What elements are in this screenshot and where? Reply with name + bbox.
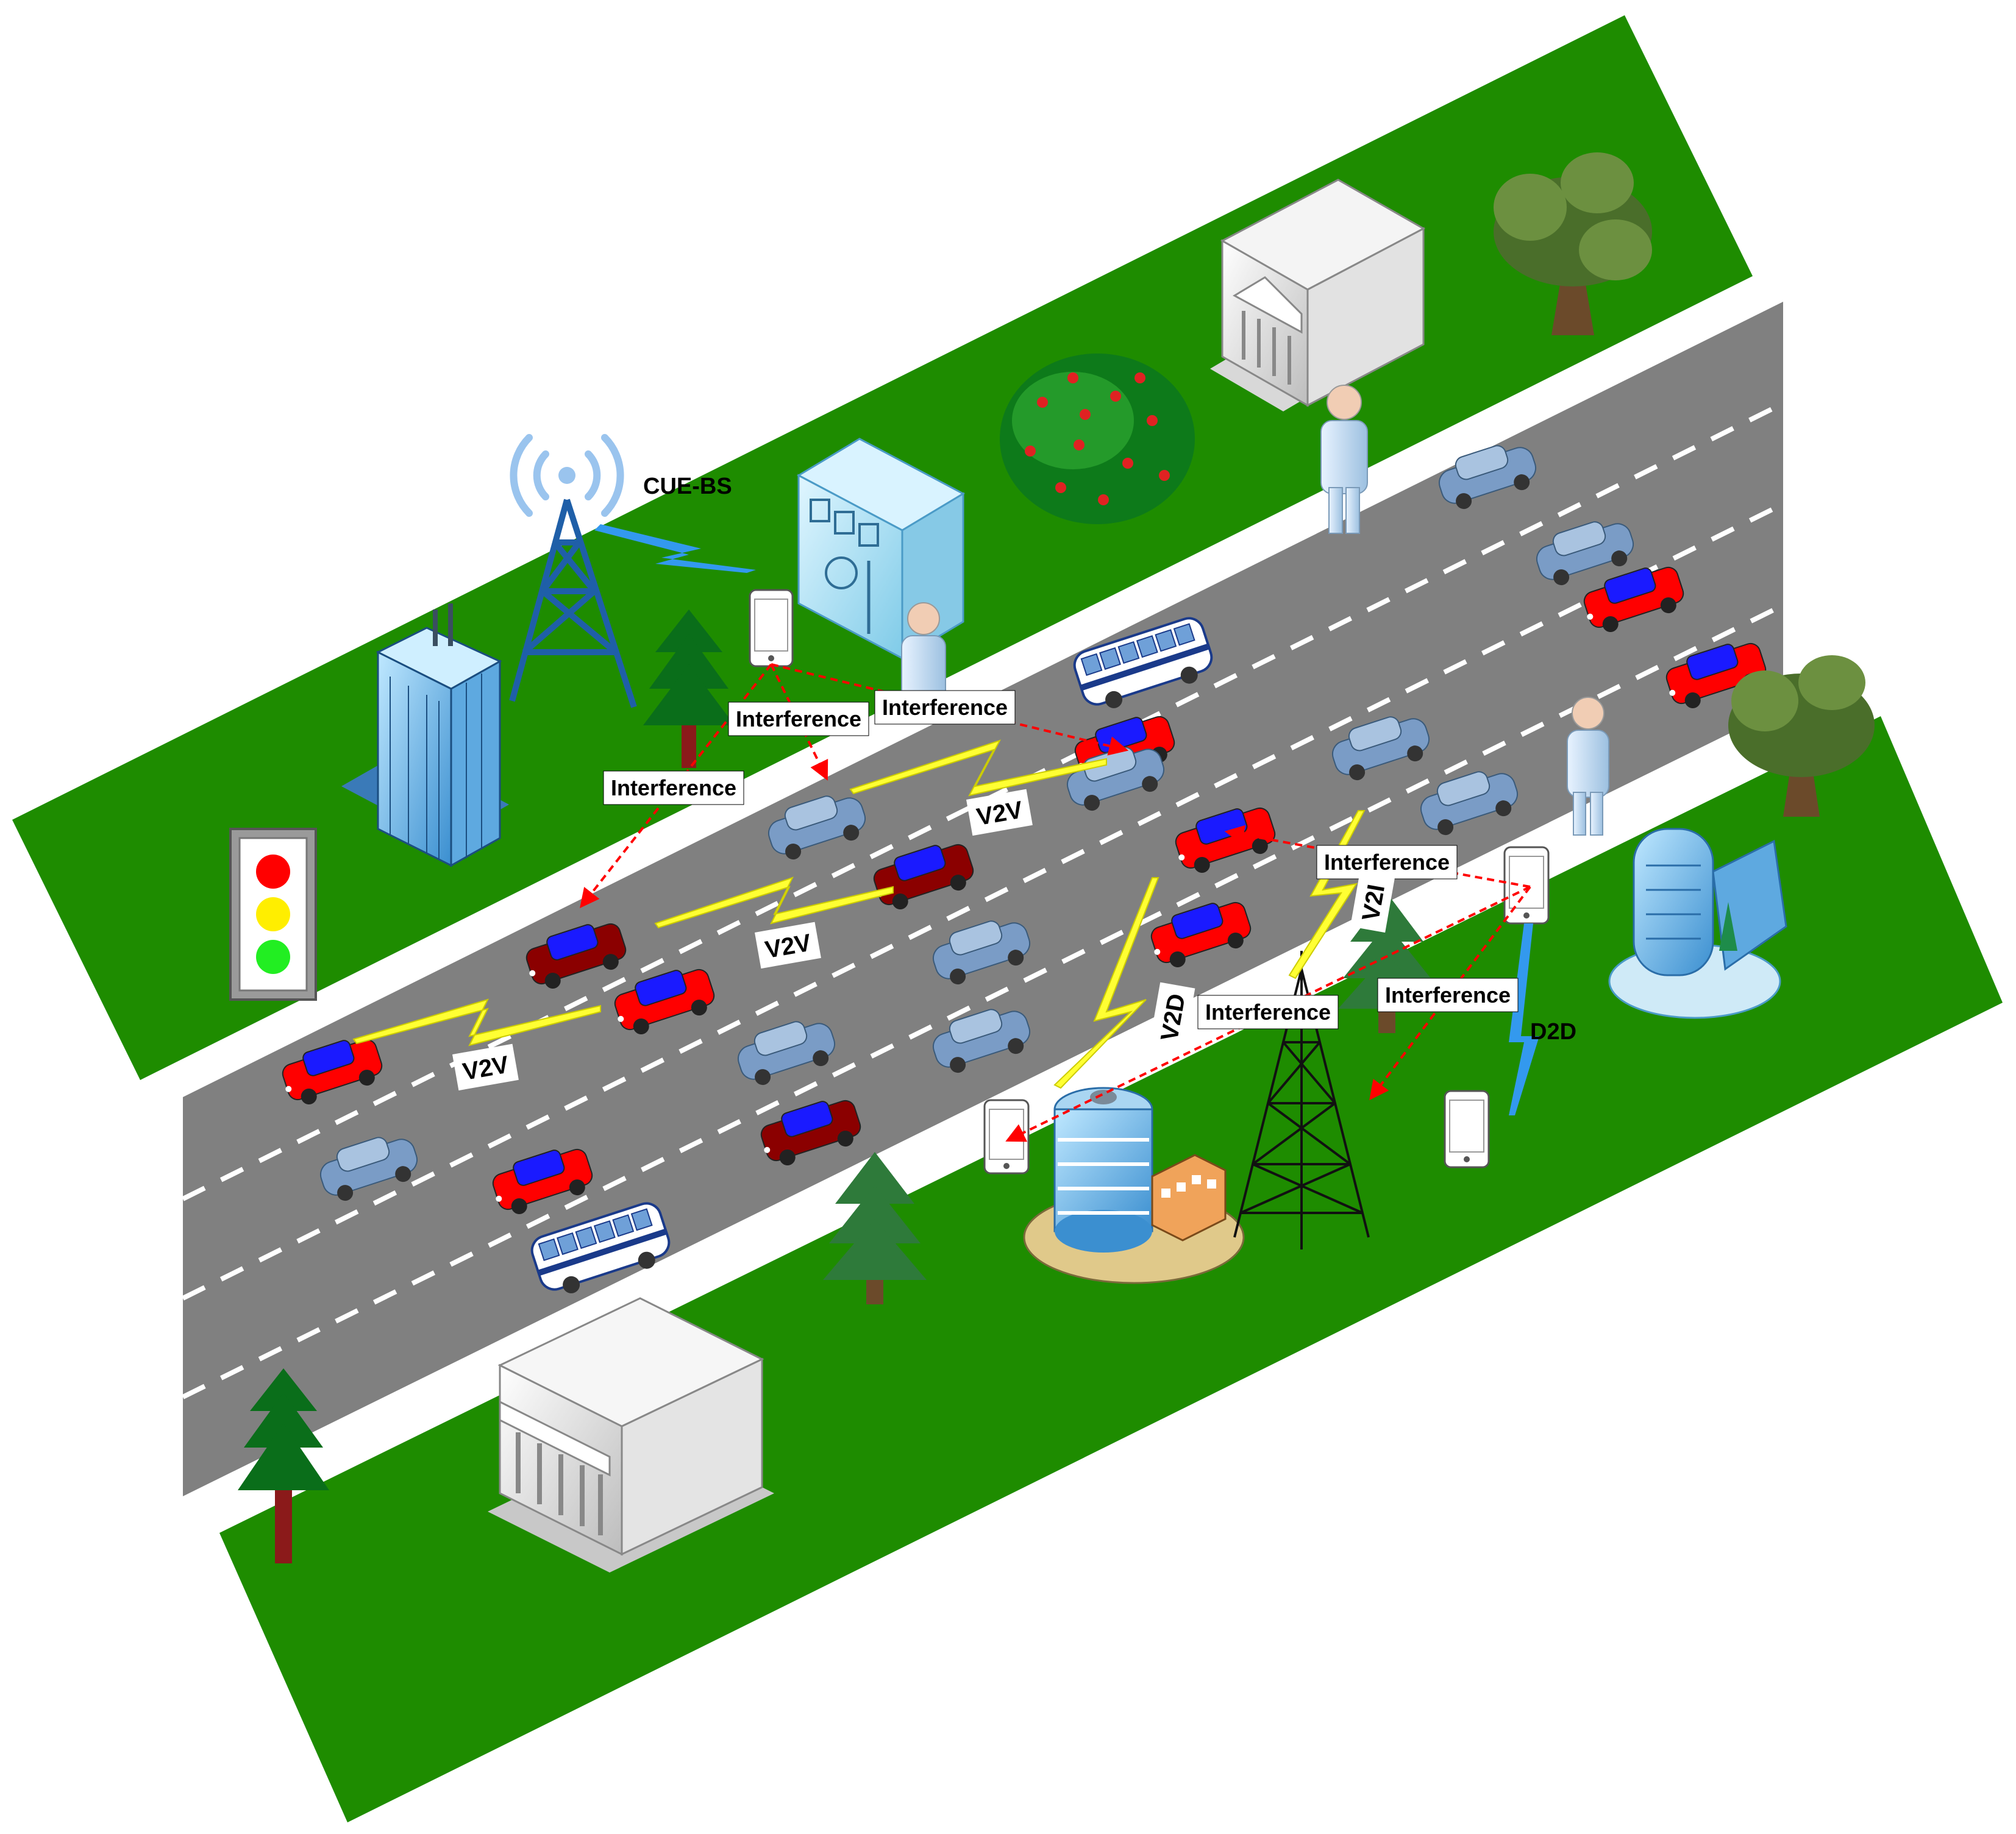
v2v-link bbox=[352, 998, 601, 1047]
tree-icon bbox=[1728, 655, 1875, 817]
v2v-links bbox=[352, 739, 1366, 1089]
car-icon bbox=[760, 1100, 861, 1165]
cue-bs-link bbox=[594, 524, 756, 573]
interference-label: Interference bbox=[1316, 845, 1458, 880]
pine-tree-icon bbox=[643, 610, 735, 768]
svg-text:Interference: Interference bbox=[882, 695, 1008, 720]
wifi-signal-icon bbox=[510, 434, 624, 517]
car-icon bbox=[492, 1148, 593, 1214]
v2d-link bbox=[1053, 877, 1159, 1089]
bus-icon bbox=[1073, 617, 1213, 708]
car-icon bbox=[1066, 747, 1165, 811]
svg-text:Interference: Interference bbox=[1324, 850, 1450, 875]
car-icon bbox=[768, 795, 866, 860]
person-icon bbox=[1567, 697, 1609, 836]
cell-tower-icon bbox=[509, 499, 637, 708]
cue-bs-label: CUE-BS bbox=[643, 474, 732, 499]
bus-icon bbox=[530, 1202, 671, 1293]
car-icon bbox=[525, 923, 627, 989]
v2v-label: V2V bbox=[452, 1043, 519, 1091]
svg-text:Interference: Interference bbox=[611, 775, 736, 800]
car-icon bbox=[1331, 716, 1430, 781]
office-building-icon bbox=[1023, 1087, 1245, 1284]
interference-label: Interference bbox=[874, 690, 1016, 725]
bank-building-icon bbox=[1210, 179, 1426, 411]
car-icon bbox=[1438, 445, 1537, 510]
bush-icon bbox=[1000, 354, 1195, 524]
v2v-label: V2V bbox=[755, 922, 821, 969]
pine-tree-icon bbox=[823, 1152, 927, 1304]
v2i-label: V2I bbox=[1350, 872, 1395, 933]
svg-text:Interference: Interference bbox=[1205, 1000, 1331, 1025]
smartphone-icon bbox=[983, 1099, 1030, 1175]
smartphone-icon bbox=[1444, 1090, 1490, 1168]
smartphone-icon bbox=[749, 589, 794, 667]
person-icon bbox=[1320, 385, 1368, 534]
svg-text:Interference: Interference bbox=[736, 706, 861, 731]
v2d-label: V2D bbox=[1149, 982, 1195, 1052]
office-building-icon bbox=[341, 603, 509, 867]
car-icon bbox=[282, 1039, 383, 1104]
car-icon bbox=[614, 969, 715, 1034]
svg-text:Interference: Interference bbox=[1385, 983, 1511, 1008]
pine-tree-icon bbox=[238, 1368, 329, 1563]
car-icon bbox=[1583, 566, 1684, 632]
traffic-light-icon bbox=[229, 828, 317, 1001]
car-icon bbox=[737, 1021, 836, 1086]
interference-label: Interference bbox=[1197, 995, 1339, 1029]
v2v-link bbox=[654, 876, 894, 929]
car-icon bbox=[1536, 521, 1634, 586]
interference-label: Interference bbox=[603, 770, 744, 805]
tree-icon bbox=[1494, 152, 1652, 335]
person-icon bbox=[901, 602, 946, 703]
car-icon bbox=[1150, 901, 1252, 967]
v2i-link bbox=[1288, 810, 1366, 979]
car-icon bbox=[873, 844, 974, 909]
interference-label: Interference bbox=[728, 702, 869, 736]
d2d-label: D2D bbox=[1530, 1019, 1576, 1045]
car-icon bbox=[932, 920, 1031, 985]
d2d-link bbox=[1509, 923, 1539, 1115]
svg-text:V2I: V2I bbox=[1357, 883, 1390, 923]
car-icon bbox=[319, 1137, 418, 1201]
bank-building-icon bbox=[488, 1297, 774, 1573]
car-icon bbox=[932, 1009, 1031, 1073]
office-building-icon bbox=[1608, 828, 1787, 1019]
interference-label: Interference bbox=[1377, 978, 1519, 1012]
car-icon bbox=[1420, 771, 1519, 836]
v2v-link bbox=[849, 739, 1107, 797]
v2v-label: V2V bbox=[966, 789, 1033, 836]
